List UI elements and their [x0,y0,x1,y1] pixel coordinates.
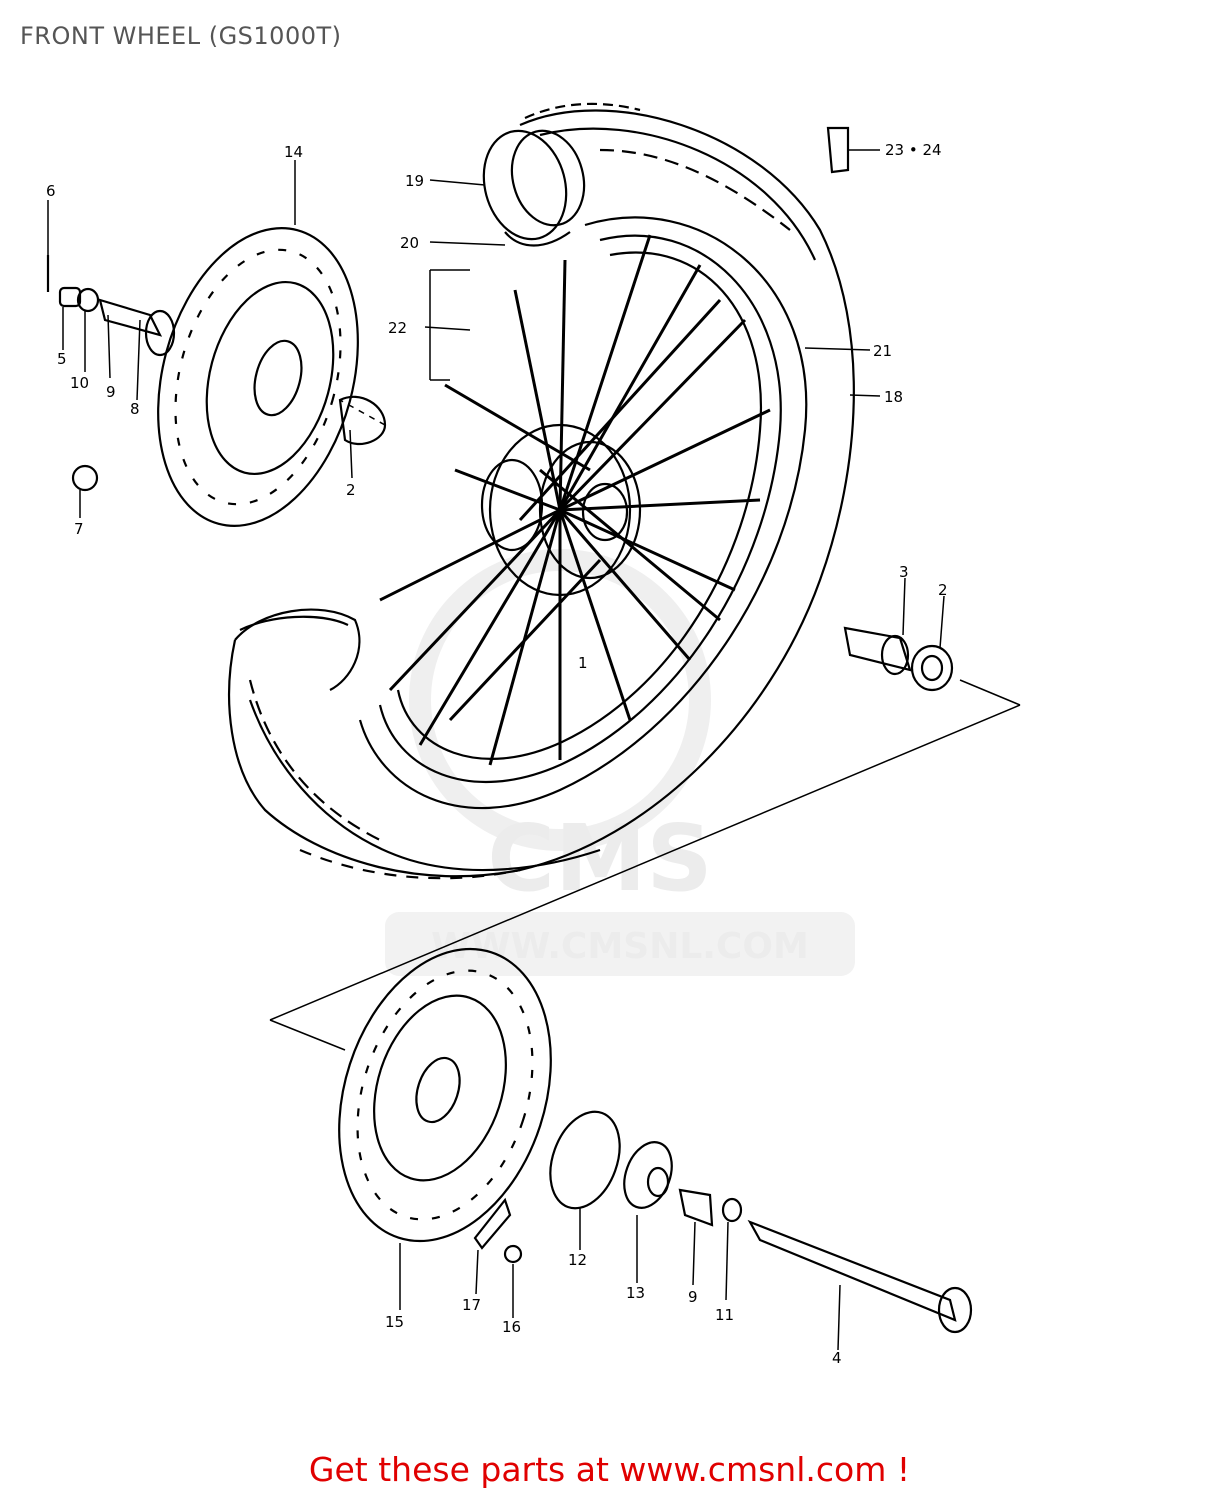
leader-lines [47,149,945,1351]
callout-13: 13 [626,1284,645,1302]
callout-4: 4 [832,1349,842,1367]
callout-8: 8 [130,400,140,418]
tire [228,102,855,880]
spokes [379,234,771,766]
lower-hardware [473,1110,973,1334]
right-spacer-and-seal [843,626,954,692]
callout-6: 6 [46,182,56,200]
callout-7: 7 [74,520,84,538]
callout-3: 3 [899,563,909,581]
upper-left-hardware [46,255,387,492]
callout-10: 10 [70,374,89,392]
callout-2-upper: 2 [346,481,356,499]
assembly-axis [269,399,1021,1051]
rim-band [504,231,571,247]
callout-21: 21 [873,342,892,360]
callout-19: 19 [405,172,424,190]
callout-16: 16 [502,1318,521,1336]
callout-2-right: 2 [938,581,948,599]
callout-11: 11 [715,1306,734,1324]
tube [482,129,586,241]
watermark-logo-text: CMS [487,805,712,912]
callout-9-lower: 9 [688,1288,698,1306]
callout-15: 15 [385,1313,404,1331]
callout-20: 20 [400,234,419,252]
callout-12: 12 [568,1251,587,1269]
callout-labels: 1 2 2 3 4 5 6 7 8 9 9 10 11 12 13 14 15 … [46,141,948,1367]
callout-22: 22 [388,319,407,337]
callout-23-24: 23 • 24 [885,141,942,159]
callout-9-upper: 9 [106,383,116,401]
callout-1: 1 [578,654,588,672]
valve-cap [826,126,850,174]
brake-disc-lower [338,947,552,1243]
callout-14: 14 [284,143,303,161]
callout-18: 18 [884,388,903,406]
page-title: FRONT WHEEL (GS1000T) [20,22,342,50]
watermark-url-text: WWW.CMSNL.COM [431,926,809,967]
cmsnl-watermark: CMS WWW.CMSNL.COM [385,549,855,976]
callout-5: 5 [57,350,67,368]
get-parts-link[interactable]: Get these parts at www.cmsnl.com ! [308,1450,911,1489]
callout-17: 17 [462,1296,481,1314]
rim [358,216,808,810]
